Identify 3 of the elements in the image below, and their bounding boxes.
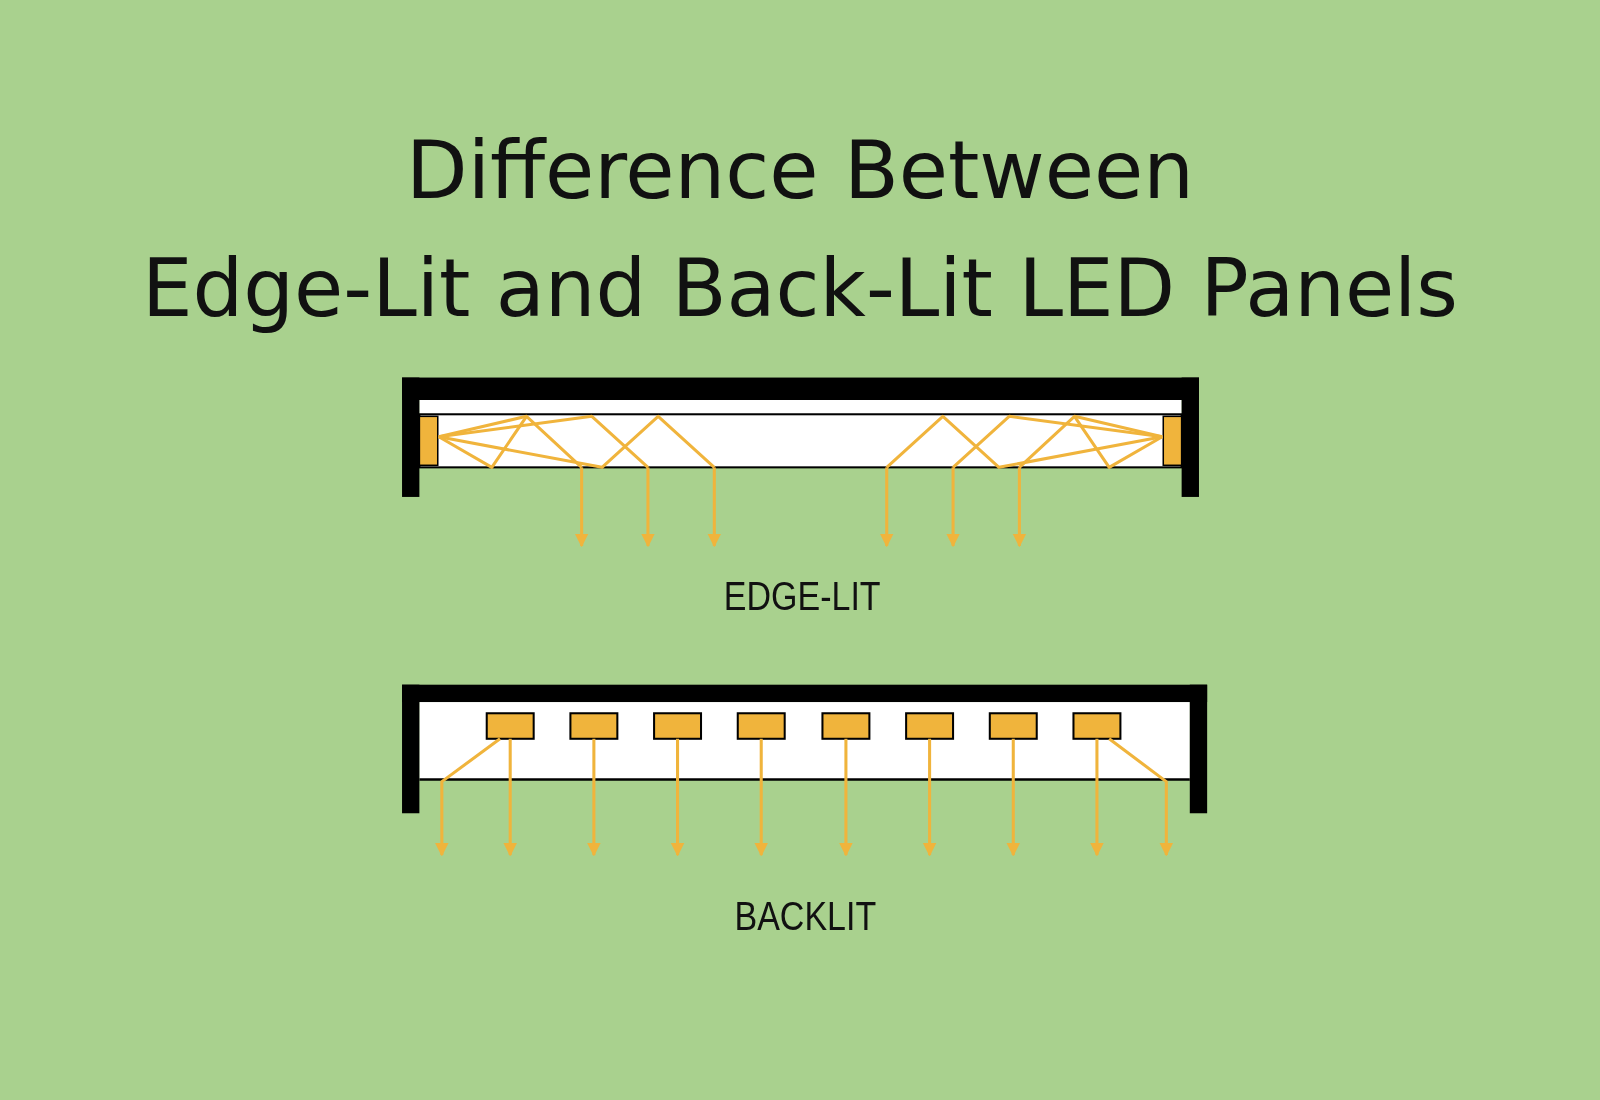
panel-type-label: EDGE-LIT: [723, 574, 881, 620]
panel-type-label: BACKLIT: [734, 893, 876, 939]
title: Difference Between Edge-Lit and Back-Lit LED Panels: [140, 123, 1460, 337]
